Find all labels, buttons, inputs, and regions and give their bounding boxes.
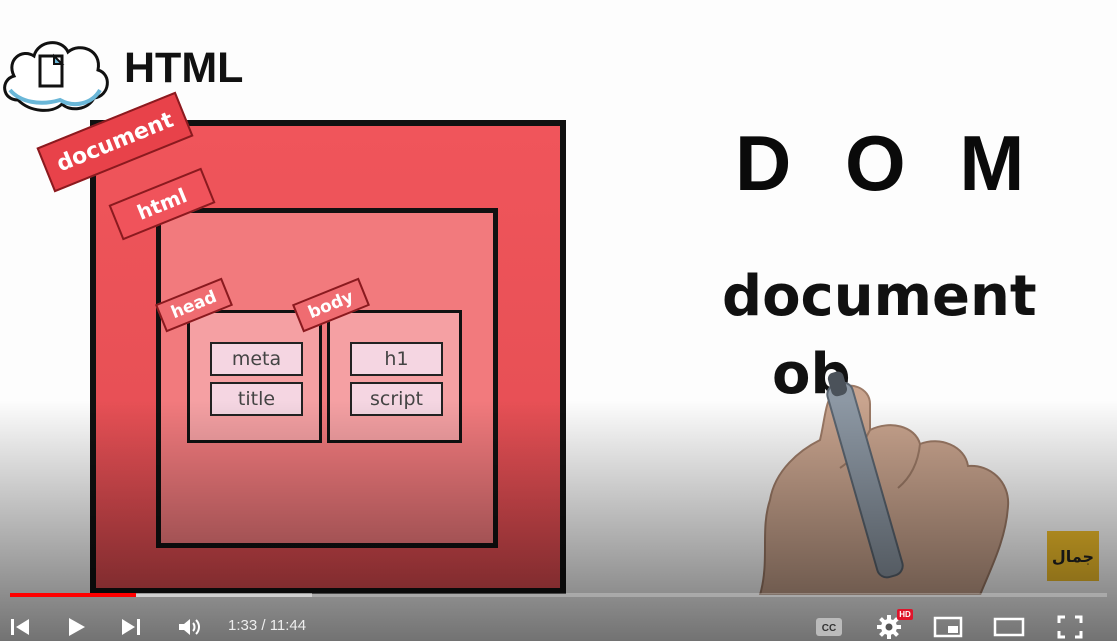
next-icon [122, 619, 140, 635]
previous-icon [11, 619, 29, 635]
dom-word-document: document [722, 264, 1037, 329]
html-heading: HTML [124, 44, 244, 92]
progress-bar[interactable] [10, 593, 1107, 597]
theater-mode-button[interactable] [990, 607, 1028, 641]
volume-button[interactable] [172, 607, 208, 641]
settings-button[interactable] [872, 607, 906, 641]
miniplayer-button[interactable] [930, 607, 966, 641]
meta-node: meta [210, 342, 303, 376]
h1-node: h1 [350, 342, 443, 376]
theater-icon [993, 617, 1025, 637]
next-button[interactable] [115, 607, 147, 641]
captions-icon: CC [816, 618, 842, 636]
play-icon [69, 618, 85, 636]
cloud-document-icon [3, 41, 109, 112]
volume-icon [179, 619, 200, 635]
svg-text:CC: CC [822, 623, 836, 634]
script-node: script [350, 382, 443, 416]
play-button[interactable] [60, 607, 92, 641]
previous-button[interactable] [4, 607, 36, 641]
title-node: title [210, 382, 303, 416]
settings-icon [877, 615, 901, 639]
fullscreen-button[interactable] [1052, 607, 1088, 641]
time-display: 1:33 / 11:44 [228, 617, 307, 634]
fullscreen-icon [1057, 615, 1083, 639]
miniplayer-icon [933, 616, 963, 638]
progress-buffered [10, 593, 312, 597]
hd-badge: HD [897, 609, 913, 620]
hand-with-marker-image [758, 371, 1010, 595]
body-box [327, 310, 462, 443]
captions-button[interactable]: CC [812, 607, 846, 641]
channel-logo[interactable]: جمال [1047, 531, 1099, 581]
progress-played [10, 593, 137, 597]
dom-title: D O M [735, 119, 1041, 207]
